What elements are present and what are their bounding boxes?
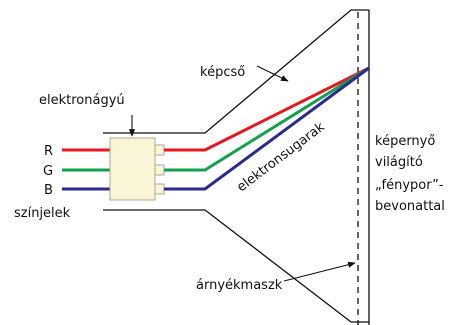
tube-outline-bottom xyxy=(103,209,369,323)
electron-gun-label: elektronágyú xyxy=(39,93,125,108)
screen-label-line-2: világító xyxy=(375,155,423,170)
tube-outline-top xyxy=(103,9,369,134)
electron-beam-red xyxy=(164,66,370,152)
electron-gun-nozzle-blue xyxy=(154,183,165,195)
electron-gun xyxy=(109,137,165,201)
mask-label-arrow xyxy=(283,261,356,282)
shadow-mask-label: árnyékmaszk xyxy=(196,278,283,293)
electron-beam-green xyxy=(164,66,370,172)
electron-beam-blue xyxy=(164,66,370,191)
tube-label: képcső xyxy=(200,65,245,80)
tube-outline xyxy=(103,9,370,325)
electron-gun-body xyxy=(109,137,156,201)
color-signals-label: színjelek xyxy=(14,206,71,221)
signal-label-r: R xyxy=(44,144,53,159)
electron-gun-nozzle-red xyxy=(154,144,165,156)
tube-label-arrow xyxy=(256,65,289,82)
electron-gun-nozzle-green xyxy=(154,164,165,176)
screen-label-line-4: bevonattal xyxy=(375,199,445,214)
screen-label-line-3: „fénypor”- xyxy=(375,178,444,193)
screen-label-line-1: képernyő xyxy=(375,134,435,149)
signal-label-b: B xyxy=(44,183,53,198)
signal-label-g: G xyxy=(43,164,53,179)
